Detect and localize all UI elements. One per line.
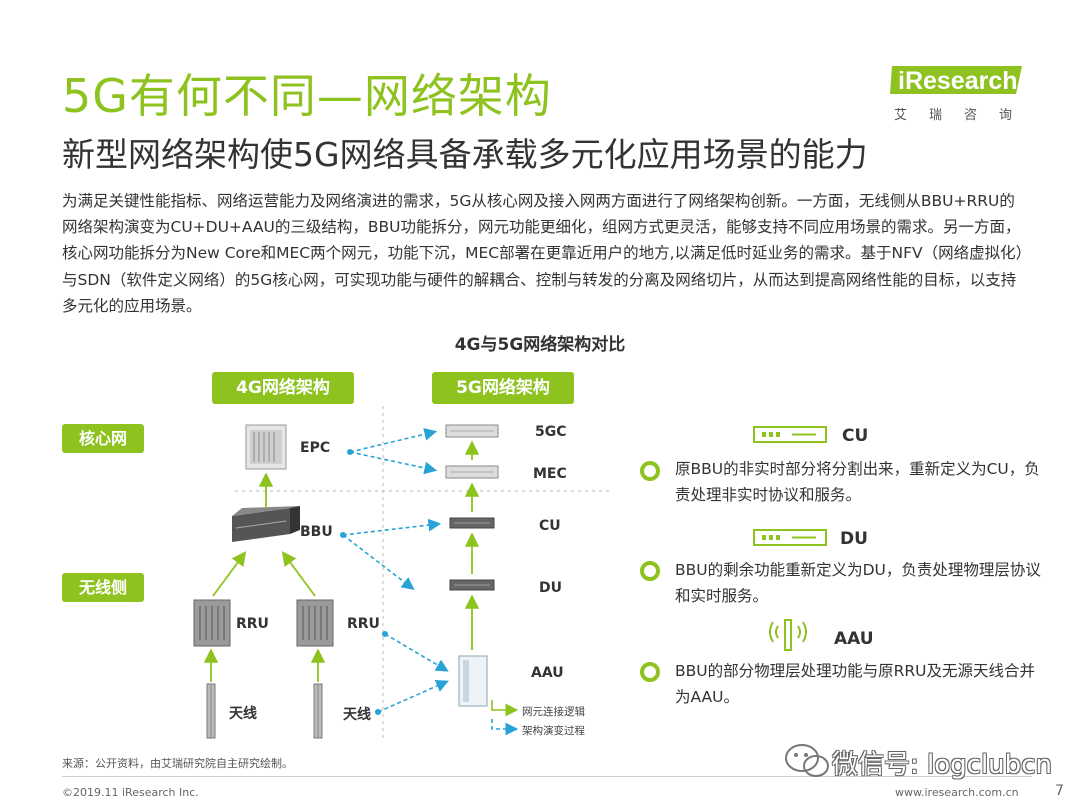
aau-title: AAU: [834, 629, 874, 649]
aau-device-icon: [458, 655, 488, 707]
label-antenna-1: 天线: [229, 706, 257, 722]
bbu-device-icon: [232, 506, 300, 542]
du-server-icon: [449, 579, 495, 591]
label-antenna-2: 天线: [343, 707, 371, 723]
tag-5g-architecture: 5G网络架构: [432, 372, 574, 404]
diagram-legend: [491, 700, 519, 736]
label-rru-1: RRU: [236, 616, 269, 632]
legend-solid-label: 网元连接逻辑: [522, 706, 585, 718]
source-note: 来源：公开资料，由艾瑞研究院自主研究绘制。: [62, 757, 293, 770]
label-rru-2: RRU: [347, 616, 380, 632]
cu-icon: [753, 426, 827, 443]
cu-title: CU: [842, 426, 869, 446]
footer-divider: [62, 776, 1032, 777]
du-description: BBU的剩余功能重新定义为DU，负责处理物理层协议和实时服务。: [675, 561, 1041, 605]
5gc-server-icon: [445, 424, 499, 438]
svg-text:iResearch: iResearch: [898, 67, 1018, 95]
aau-description: BBU的部分物理层处理功能与原RRU及无源天线合并为AAU。: [675, 662, 1035, 706]
tag-wireless-side: 无线侧: [62, 573, 144, 602]
tag-core-network: 核心网: [62, 424, 144, 453]
mec-server-icon: [445, 465, 499, 479]
cu-server-icon: [449, 517, 495, 529]
epc-device-icon: [245, 424, 287, 470]
label-du: DU: [539, 580, 562, 596]
bullet-icon: [640, 561, 660, 581]
cu-description: 原BBU的非实时部分将分割出来，重新定义为CU，负责处理非实时协议和服务。: [675, 460, 1040, 504]
page-title: 5G有何不同—网络架构: [62, 69, 552, 123]
wechat-icon: [785, 744, 829, 777]
antenna-icon: [313, 683, 323, 739]
label-bbu: BBU: [300, 524, 333, 540]
label-cu: CU: [539, 518, 561, 534]
aau-antenna-icon: [769, 619, 807, 651]
website-url: www.iresearch.com.cn: [895, 786, 1019, 799]
page-number: 7: [1055, 783, 1064, 799]
bullet-icon: [640, 662, 660, 682]
du-title: DU: [840, 529, 868, 549]
diagram-title: 4G与5G网络架构对比: [454, 335, 626, 355]
rru-device-icon: [296, 599, 334, 647]
du-icon: [753, 529, 827, 546]
rru-device-icon: [193, 599, 231, 647]
antenna-icon: [206, 683, 216, 739]
label-epc: EPC: [300, 440, 331, 456]
tag-4g-architecture: 4G网络架构: [212, 372, 354, 404]
page-subtitle: 新型网络架构使5G网络具备承载多元化应用场景的能力: [62, 135, 868, 174]
label-5gc: 5GC: [535, 424, 567, 440]
copyright: ©2019.11 iResearch Inc.: [62, 786, 199, 799]
label-aau: AAU: [531, 665, 564, 681]
logo-chinese-text: 艾瑞咨询: [894, 108, 1035, 123]
intro-paragraph: 为满足关键性能指标、网络运营能力及网络演进的需求，5G从核心网及接入网两方面进行…: [62, 192, 1024, 315]
legend-dashed-label: 架构演变过程: [522, 725, 585, 737]
wechat-watermark: 微信号: logclubcn: [832, 750, 1052, 780]
iresearch-logo: iResearch: [890, 66, 1022, 95]
label-mec: MEC: [533, 466, 567, 482]
bullet-icon: [640, 461, 660, 481]
